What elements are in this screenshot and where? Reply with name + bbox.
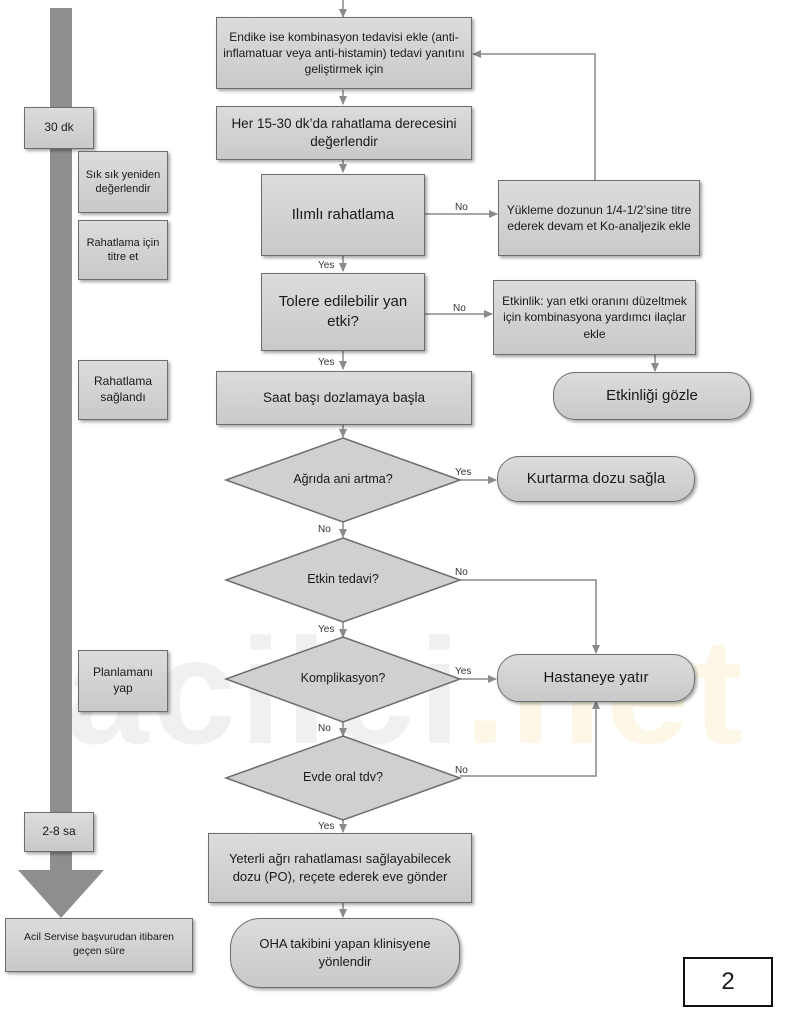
label-no-tolerable: No <box>453 303 466 314</box>
efficacy-box: Etkinlik: yan etki oranını düzeltmek içi… <box>493 280 696 355</box>
timeline-arrow-head <box>18 870 104 918</box>
effective-treatment-question: Etkin tedavi? <box>307 572 379 587</box>
label-yes-sudden: Yes <box>455 467 472 478</box>
combo-therapy-box: Endike ise kombinasyon tedavisi ekle (an… <box>216 17 472 89</box>
label-no-moderate: No <box>455 202 468 213</box>
timeline-arrow-shaft <box>50 8 72 870</box>
note-relief-achieved: Rahatlama sağlandı <box>78 360 168 420</box>
note-titrate: Rahatlama için titre et <box>78 220 168 280</box>
sudden-pain-question: Ağrıda ani artma? <box>293 472 393 487</box>
time-30-min: 30 dk <box>24 107 94 149</box>
label-yes-effective: Yes <box>318 624 335 635</box>
complication-question: Komplikasyon? <box>300 671 386 686</box>
loop-titrate-combo <box>472 50 596 180</box>
arrow-oral-no <box>460 700 600 777</box>
moderate-relief-box: Ilımlı rahatlama <box>261 174 425 256</box>
label-yes-tolerable: Yes <box>318 357 335 368</box>
diamond-oral <box>223 735 463 821</box>
note-reassess: Sık sık yeniden değerlendir <box>78 151 168 213</box>
label-no-oral: No <box>455 765 468 776</box>
rescue-dose-box: Kurtarma dozu sağla <box>497 456 695 502</box>
page-number: 2 <box>683 957 773 1007</box>
label-yes-complication: Yes <box>455 666 472 677</box>
timeline-axis-label: Acil Servise başvurudan itibaren geçen s… <box>5 918 193 972</box>
tolerable-side-effect-box: Tolere edilebilir yan etki? <box>261 273 425 351</box>
label-no-sudden: No <box>318 524 331 535</box>
hourly-dosing-box: Saat başı dozlamaya başla <box>216 371 472 425</box>
note-plan: Planlamanı yap <box>78 650 168 712</box>
discharge-box: Yeterli ağrı rahatlaması sağlayabilecek … <box>208 833 472 903</box>
diamond-sudden <box>223 437 463 523</box>
titrate-box: Yükleme dozunun 1/4-1/2’sine titre edere… <box>498 180 700 256</box>
monitor-efficacy-box: Etkinliği gözle <box>553 372 751 420</box>
admit-hospital-box: Hastaneye yatır <box>497 654 695 702</box>
diamond-complication <box>223 636 463 723</box>
label-no-effective: No <box>455 567 468 578</box>
label-yes-moderate: Yes <box>318 260 335 271</box>
label-yes-oral: Yes <box>318 821 335 832</box>
arrow-effective-no <box>460 579 600 654</box>
time-2-8-hours: 2-8 sa <box>24 812 94 852</box>
diamond-effective <box>223 537 463 623</box>
referral-box: OHA takibini yapan klinisyene yönlendir <box>230 918 460 988</box>
assess-relief-box: Her 15-30 dk’da rahatlama derecesini değ… <box>216 106 472 160</box>
label-no-complication: No <box>318 723 331 734</box>
oral-treatment-question: Evde oral tdv? <box>303 770 383 785</box>
